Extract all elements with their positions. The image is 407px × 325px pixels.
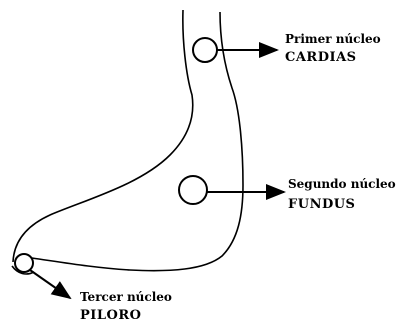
cardias-label-line2: CARDIAS bbox=[285, 51, 357, 64]
piloro-label-line1: Tercer núcleo bbox=[80, 291, 172, 303]
cardias-label-line1: Primer núcleo bbox=[285, 33, 381, 45]
fundus-label-line1: Segundo núcleo bbox=[288, 178, 396, 190]
piloro-arrow bbox=[30, 270, 70, 298]
fundus-nucleus-circle bbox=[179, 176, 207, 204]
piloro-nucleus-circle bbox=[15, 254, 33, 272]
stomach-left-wall bbox=[13, 10, 193, 262]
fundus-label-line2: FUNDUS bbox=[288, 198, 355, 211]
cardias-nucleus-circle bbox=[193, 38, 217, 62]
stomach-right-wall bbox=[32, 12, 243, 271]
piloro-label-line2: PILORO bbox=[80, 309, 141, 322]
